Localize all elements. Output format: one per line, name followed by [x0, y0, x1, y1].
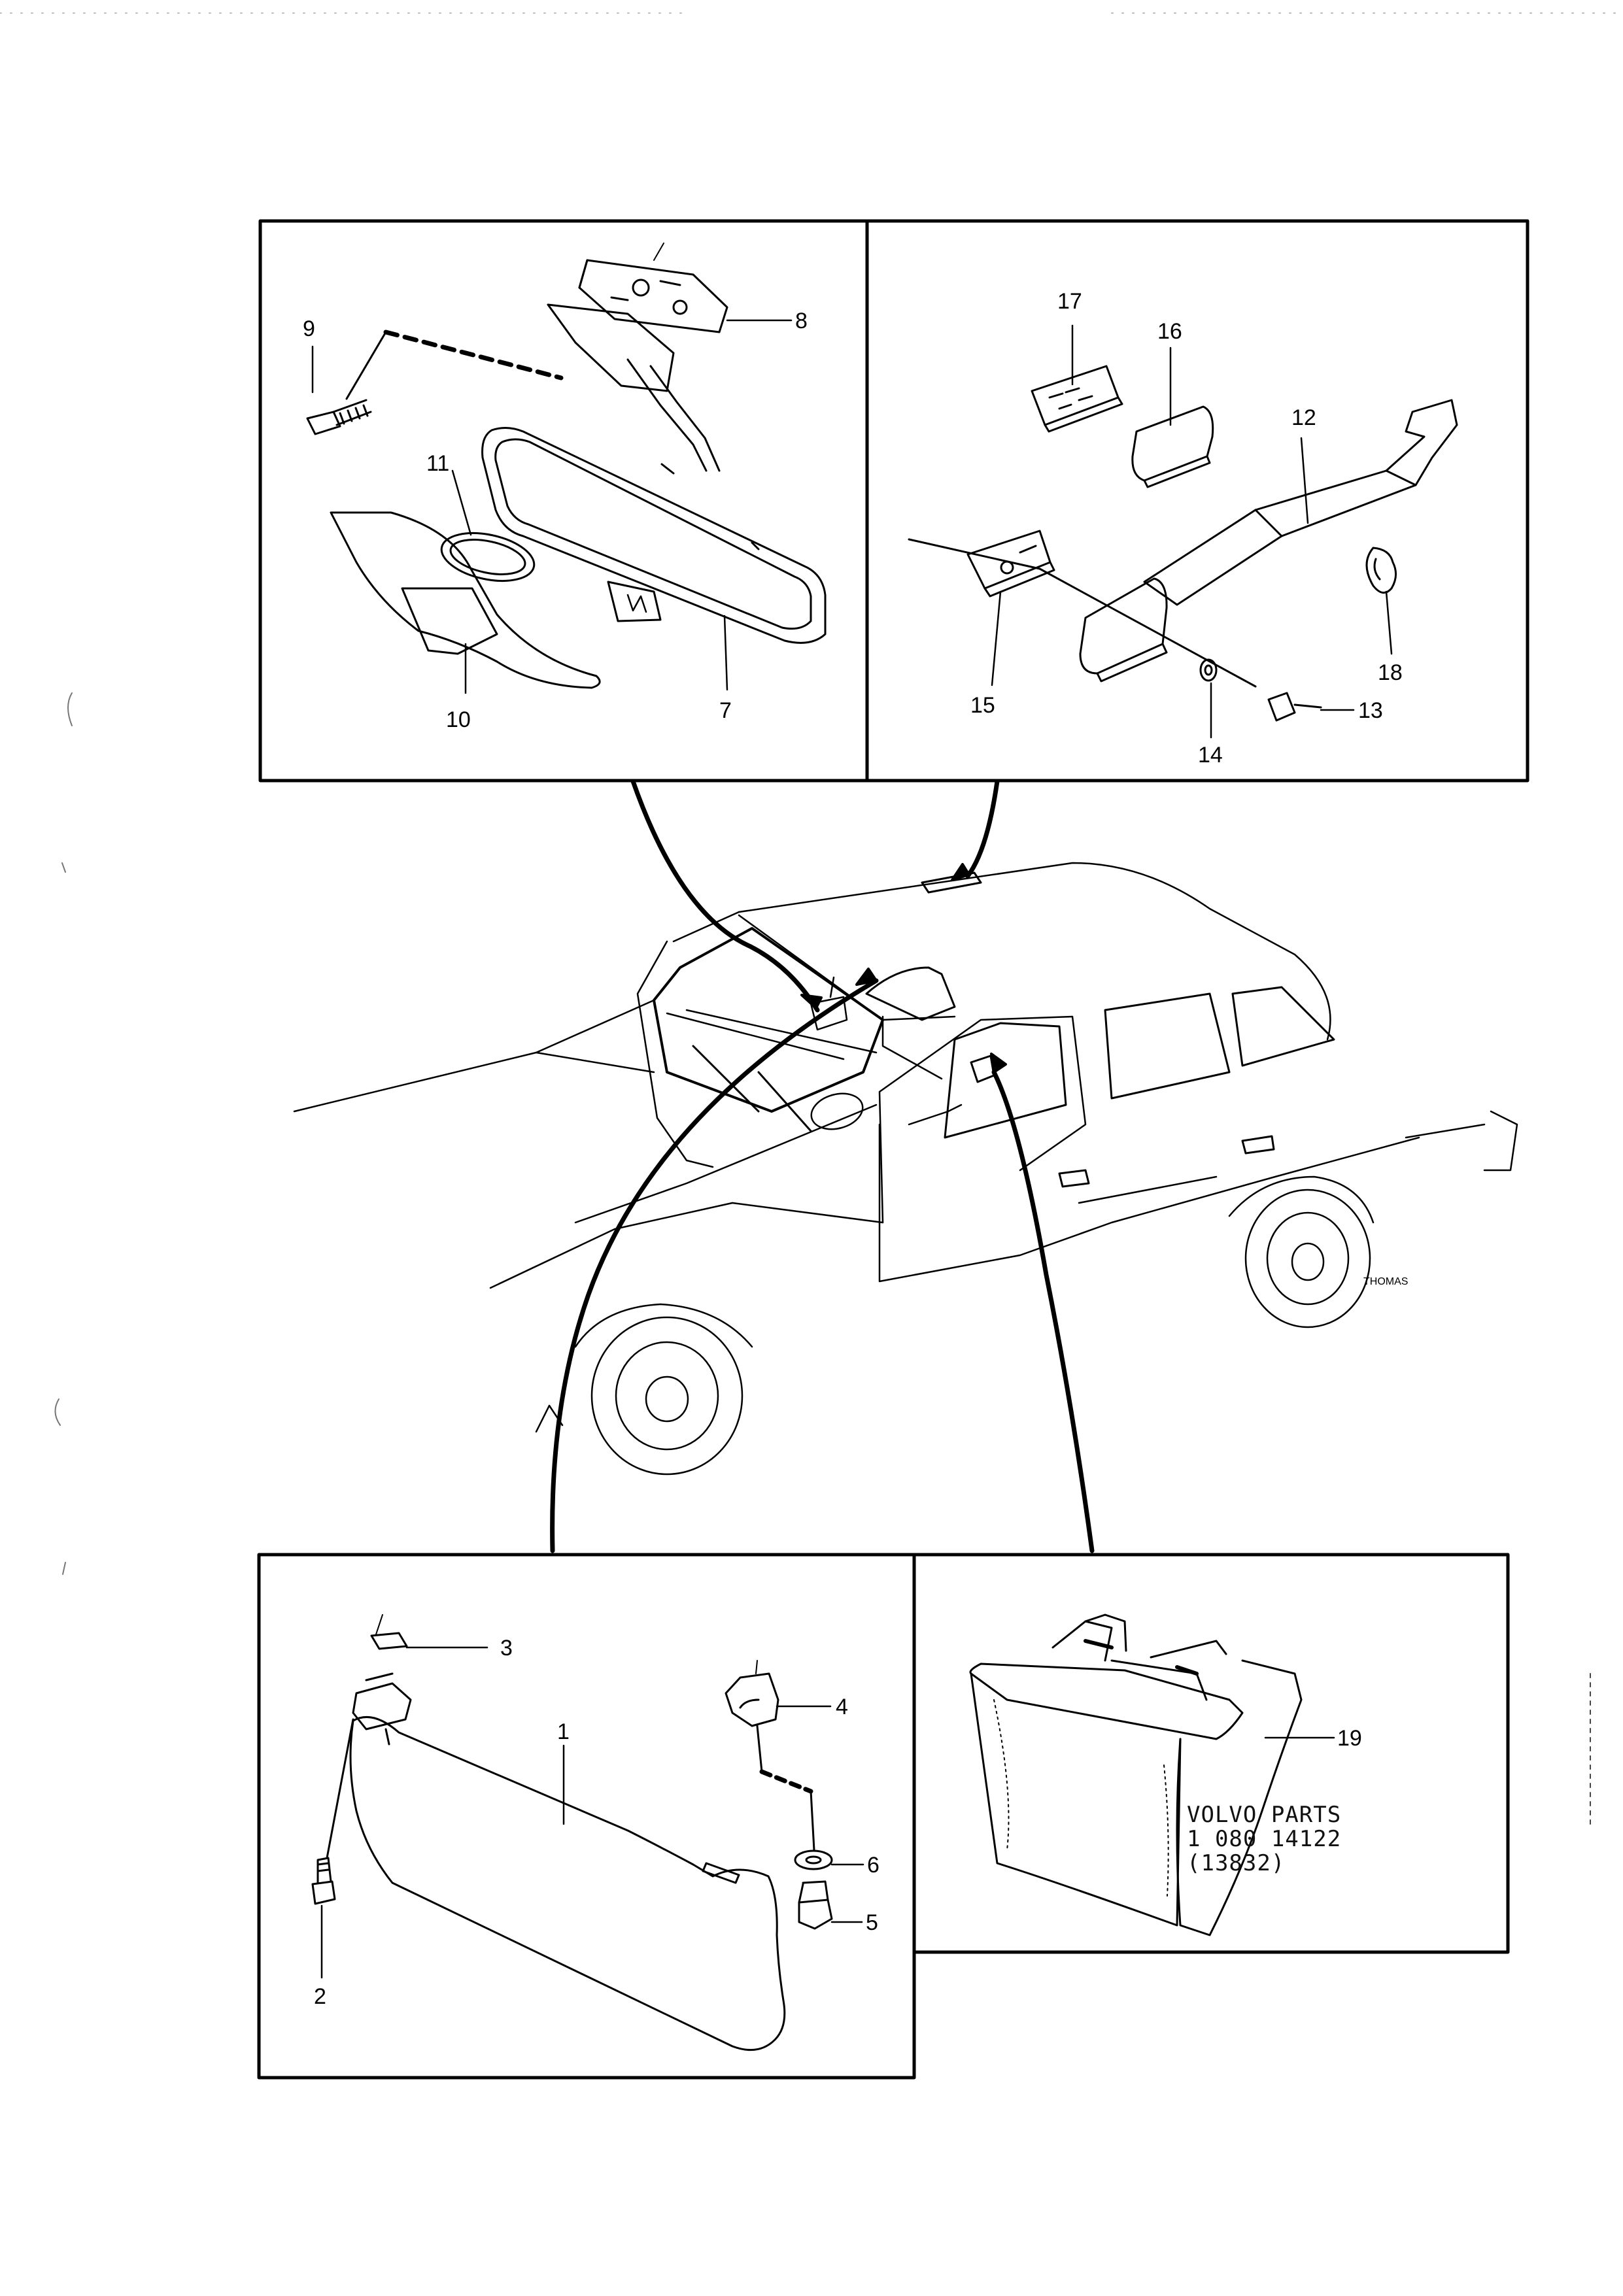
callout-13: 13: [1358, 698, 1383, 723]
callout-9: 9: [303, 316, 315, 341]
callout-19: 19: [1337, 1726, 1362, 1751]
callout-1: 1: [557, 1719, 570, 1744]
callout-2: 2: [314, 1984, 326, 2009]
footer-brand: VOLVO PARTS: [1187, 1802, 1342, 1828]
callout-17: 17: [1057, 289, 1082, 314]
callout-8: 8: [795, 309, 808, 333]
footer-part-number: 1 080 14122: [1187, 1826, 1342, 1852]
connector-sun-visor: [550, 978, 879, 1553]
panel-grab-handle-frame: [865, 219, 1529, 783]
callout-3: 3: [500, 1636, 513, 1661]
callout-10: 10: [446, 707, 471, 732]
connector-grab-handle: [965, 779, 1000, 879]
callout-16: 16: [1157, 319, 1182, 344]
panel-ashtray-frame: [912, 1553, 1510, 1954]
rear-view-mirror-icon: [306, 243, 827, 689]
ashtray-icon: [969, 1613, 1303, 1936]
callout-4: 4: [836, 1695, 848, 1719]
callout-5: 5: [866, 1910, 878, 1935]
artist-signature: THOMAS: [1363, 1276, 1408, 1287]
connector-mirror: [630, 779, 820, 1013]
callout-6: 6: [867, 1853, 880, 1878]
callout-15: 15: [970, 693, 995, 718]
parts-reference-block: VOLVO PARTS 1 080 14122 (13832): [1187, 1803, 1341, 1876]
callout-11: 11: [426, 451, 449, 476]
connector-ashtray: [991, 1070, 1095, 1553]
grab-handle-icon: [908, 365, 1458, 722]
callout-12: 12: [1291, 405, 1316, 430]
callout-18: 18: [1378, 660, 1403, 685]
callout-14: 14: [1198, 743, 1223, 768]
sun-visor-icon: [311, 1614, 833, 2051]
car-sedan-icon: [293, 862, 1518, 1476]
panel-mirror-frame: [258, 219, 869, 783]
footer-illustration-number: (13832): [1187, 1850, 1286, 1876]
callout-7: 7: [719, 698, 732, 723]
